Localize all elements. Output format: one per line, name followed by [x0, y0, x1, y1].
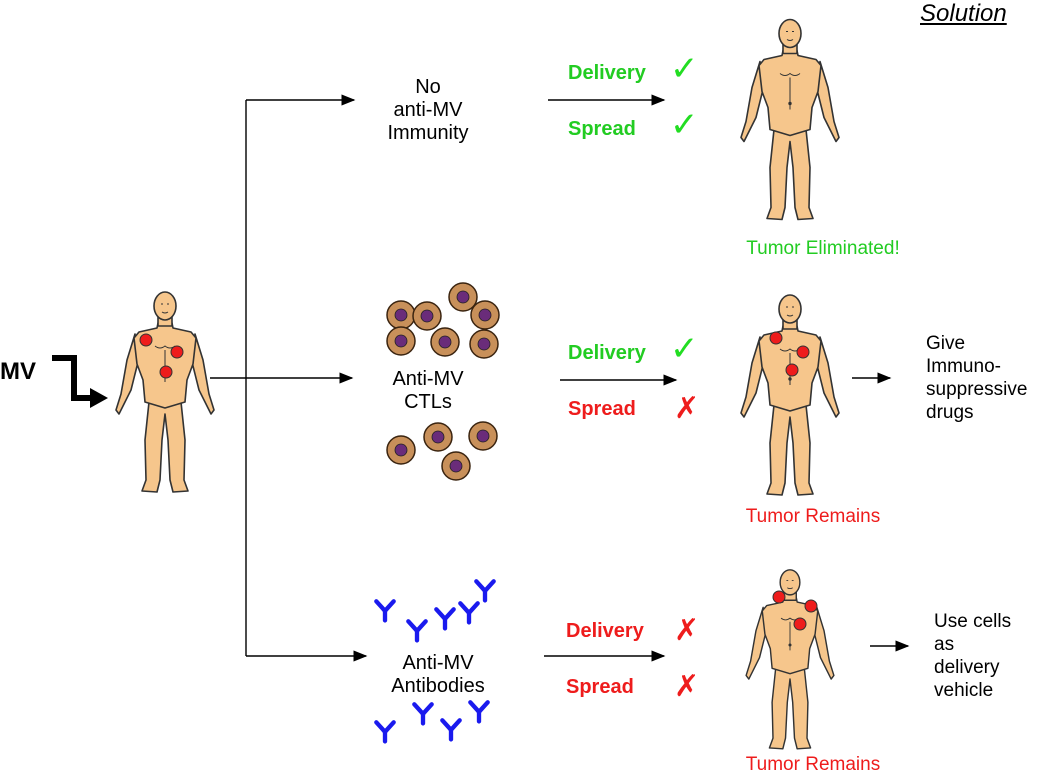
- tumor-dot: [772, 590, 786, 604]
- check-icon: ✓: [670, 49, 699, 89]
- ctl-nucleus: [438, 335, 452, 349]
- solution-note-antibodies: Use cells as delivery vehicle: [934, 610, 1011, 702]
- patient-figure-antibody: [745, 568, 835, 750]
- mv-injection-arrowhead: [90, 388, 108, 408]
- solution-line: drugs: [926, 402, 974, 423]
- antibody-icon: [442, 720, 459, 739]
- condition-line: Anti-MV: [402, 652, 474, 674]
- ctl-cells: [386, 282, 500, 481]
- condition-line: anti-MV: [393, 99, 463, 121]
- tumor-dot: [159, 365, 173, 379]
- condition-line: Antibodies: [391, 675, 485, 697]
- solution-line: Immuno-: [926, 356, 1001, 377]
- outcome-label: Tumor Remains: [745, 754, 881, 775]
- antibody-icon: [414, 704, 431, 723]
- tumor-dot: [785, 363, 799, 377]
- condition-line: Anti-MV: [392, 368, 464, 390]
- outcome-label: Tumor Eliminated!: [746, 238, 900, 259]
- check-icon: ✓: [670, 105, 699, 145]
- cross-icon: ✗: [674, 391, 700, 426]
- condition-line: No: [415, 76, 441, 98]
- solution-line: suppressive: [926, 379, 1028, 400]
- delivery-label: Delivery: [568, 62, 646, 84]
- delivery-label: Delivery: [566, 620, 644, 642]
- tumor-dot: [139, 333, 153, 347]
- solution-header: Solution: [920, 0, 1007, 27]
- outcome-label: Tumor Remains: [745, 506, 881, 527]
- solution-line: as: [934, 634, 955, 655]
- antibody-icon: [408, 621, 425, 640]
- ctl-nucleus: [477, 337, 491, 351]
- solution-note-ctls: Give Immuno- suppressive drugs: [926, 332, 1027, 424]
- branch-condition-ctls: Anti-MV CTLs: [370, 368, 486, 414]
- ctl-nucleus: [478, 308, 492, 322]
- ctl-nucleus: [431, 430, 445, 444]
- branch-condition-antibodies: Anti-MV Antibodies: [374, 652, 502, 698]
- branch-condition-no-immunity: No anti-MV Immunity: [370, 76, 486, 145]
- spread-label: Spread: [568, 118, 636, 140]
- solution-line: Give: [926, 333, 966, 354]
- antibody-icon: [470, 702, 487, 721]
- ctl-nucleus: [420, 309, 434, 323]
- delivery-label: Delivery: [568, 342, 646, 364]
- antibody-icon: [376, 601, 393, 620]
- antibody-icon: [460, 603, 477, 622]
- tumor-dot: [804, 599, 818, 613]
- tumor-dot: [796, 345, 810, 359]
- mv-injection-arrow: [52, 355, 94, 401]
- patient-figure-ctl: [740, 294, 840, 496]
- spread-label: Spread: [566, 676, 634, 698]
- cross-icon: ✗: [674, 613, 700, 648]
- patient-figure-cured: [740, 18, 840, 221]
- tumors: [139, 331, 818, 631]
- tumor-dot: [769, 331, 783, 345]
- antibody-icon: [436, 609, 453, 628]
- check-icon: ✓: [670, 329, 699, 369]
- branch-arrows: [210, 94, 910, 662]
- condition-line: Immunity: [387, 122, 469, 144]
- spread-label: Spread: [568, 398, 636, 420]
- tumor-dot: [793, 617, 807, 631]
- antibody-icon: [476, 581, 493, 600]
- ctl-nucleus: [394, 308, 408, 322]
- solution-line: vehicle: [934, 680, 994, 701]
- cross-icon: ✗: [674, 669, 700, 704]
- ctl-nucleus: [394, 334, 408, 348]
- solution-line: delivery: [934, 657, 1000, 678]
- ctl-nucleus: [449, 459, 463, 473]
- patient-figure: [115, 291, 215, 493]
- antibody-icon: [376, 722, 393, 741]
- ctl-nucleus: [456, 290, 470, 304]
- mv-label: MV: [0, 358, 36, 385]
- condition-line: CTLs: [404, 391, 452, 413]
- solution-line: Use cells: [934, 611, 1012, 632]
- tumor-dot: [170, 345, 184, 359]
- ctl-nucleus: [394, 443, 408, 457]
- ctl-nucleus: [476, 429, 490, 443]
